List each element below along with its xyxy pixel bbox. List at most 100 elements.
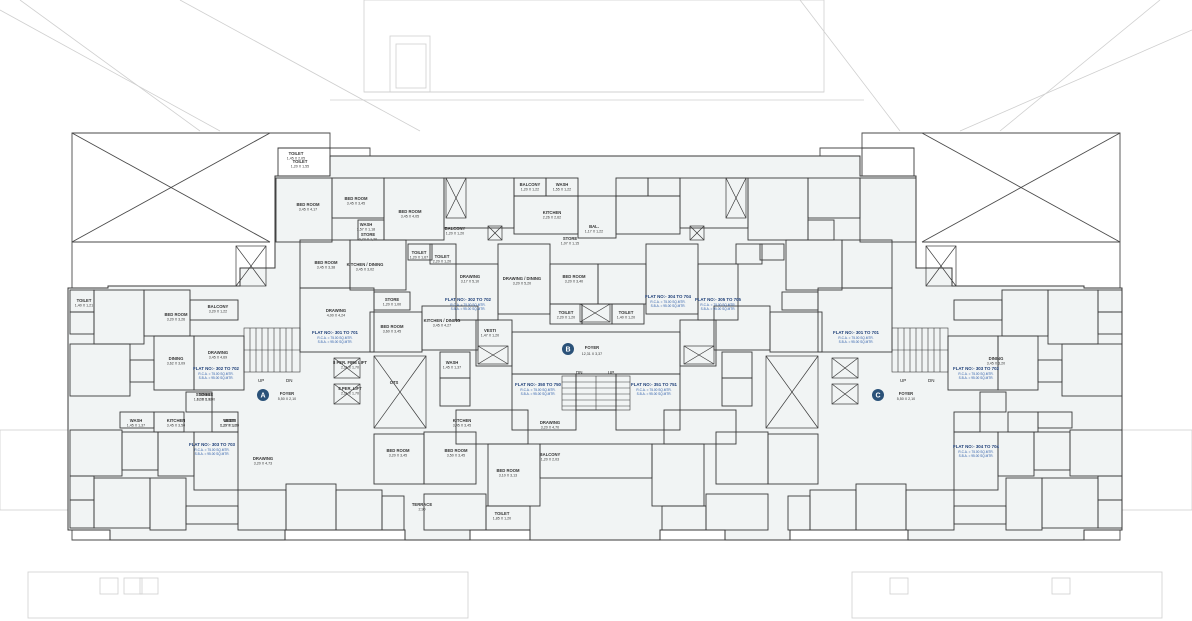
room-name: BED ROOM [444,448,468,453]
room-name: BALCONY [208,304,229,309]
lift-shafts [235,177,957,429]
room-dimension: 3,45 X 3,02 [356,268,374,272]
flat-area: S.B.A. = 95.00 SQ.MTR. [637,392,672,396]
flat-area: S.B.A. = 95.00 SQ.MTR. [959,454,994,458]
room-dimension: 3,10 X 3,13 [499,474,517,478]
room-name: DINING [169,356,184,361]
wing-b-marker [562,343,574,355]
flat-label: FLAT NO:- 303 TO 703 [953,366,1000,371]
foyer-labels: FOYER 5,50 X 2,10 FOYER 12,31 X 3,37 FOY… [278,345,915,401]
room-dimension: 1,07 X 1,15 [561,242,579,246]
room-dimension: 1,20 X 2,03 [541,458,559,462]
room-dimension: 3,45 X 3,20 [987,362,1005,366]
room-name: BALCONY [445,226,466,231]
flat-area: R.C.A. = 75.00 SQ.MTR. [198,372,233,376]
foyer-b-name: FOYER [585,345,599,350]
room-dimension: 2,90 [419,508,426,512]
foyer-a-dim: 5,50 X 2,10 [278,397,296,401]
room-name: TOILET [77,298,92,303]
flat-area: S.B.A. = 95.00 SQ.MTR. [195,452,230,456]
room-dimension: 3,60 X 3,45 [383,330,401,334]
room-name: KITCHEN [167,418,186,423]
room-name: STORE [385,297,400,302]
flat-label: FLAT NO:- 303 TO 703 [189,442,236,447]
stair-dn-a: DN [286,378,293,383]
flat-area: S.B.A. = 95.00 SQ.MTR. [521,392,556,396]
wing-a-letter: A [260,393,265,400]
room-dimension: 3,20 X 3,45 [389,454,407,458]
flat-area: R.C.A. = 75.00 SQ.MTR. [958,450,993,454]
stair-dn-b: DN [576,370,583,375]
room-dimension: 3,20 X 1,22 [209,310,227,314]
flat-area: S.B.A. = 95.00 SQ.MTR. [959,376,994,380]
wing-c-marker [872,389,884,401]
flat-label: FLAT NO:- 351 TO 751 [631,382,678,387]
room-name: BED ROOM [380,324,404,329]
room-dimension: 3,20 X 3,26 [167,318,185,322]
room-name: TOILET [289,151,304,156]
room-name: BED ROOM [296,202,320,207]
room-dimension: 1,20 X 1,00 [220,424,238,428]
room-dimension: 1,45 X 1,37 [443,366,461,370]
room-dimension: 3,50 X 3,45 [447,454,465,458]
room-name: WASH [446,360,459,365]
flat-area: R.C.A. = 75.00 SQ.MTR. [520,388,555,392]
room-name: TOILET [435,254,450,259]
staircases [243,327,949,411]
room-name: TOILET [412,250,427,255]
room-dimension: 1,85 X 1,20 [493,517,511,521]
room-name: DRAWING [253,456,273,461]
room-dimension: 2,20 X 1,20 [433,260,451,264]
room-name: VESTI [224,418,236,423]
flat-label: FLAT NO:- 302 TO 702 [193,366,240,371]
room-name: TOILET [293,159,308,164]
room-name: KITCHEN / DINING [424,318,461,323]
room-dimension: 1,45 X 2,05 [287,157,305,161]
foyer-a-name: FOYER [280,391,294,396]
interior-walls [69,147,1123,531]
room-dimension: 1,20 X 1,20 [446,232,464,236]
room-dimension: 3,45 X 4,27 [433,324,451,328]
room-name: DRAWING [460,274,480,279]
room-dimension: 3,45 X 3,45 [347,202,365,206]
wing-markers: A B C [257,343,884,401]
room-name: TOILET [495,511,510,516]
room-dimension: 0,73 X 1,20 [359,238,377,242]
room-dimension: 1,40 X 1,21 [75,304,93,308]
room-name: KITCHEN [543,210,562,215]
room-dimension: 1,55 X 1,22 [553,188,571,192]
flat-area: R.C.A. = 75.00 SQ.MTR. [700,303,735,307]
flat-area: R.C.A. = 75.00 SQ.MTR. [636,388,671,392]
room-dimension: 2,26 X 2,62 [543,216,561,220]
room-dimension: 1,20 X 1,22 [521,188,539,192]
room-name: BED ROOM [314,260,338,265]
room-dimension: 3,20 X 3,40 [565,280,583,284]
room-dimension: 3,45 X 4,69 [209,356,227,360]
room-name: BED ROOM [344,196,368,201]
room-name: BED ROOM [386,448,410,453]
room-name: WASH [556,182,569,187]
room-name: BED ROOM [398,209,422,214]
flat-area: S.B.A. = 95.00 SQ.MTR. [701,307,736,311]
flat-area: R.C.A. = 75.00 SQ.MTR. [838,336,873,340]
room-dimension: 3,20 X 5,20 [513,282,531,286]
room-name: TERRACE [412,502,432,507]
flat-label: FLAT NO:- 301 TO 701 [312,330,359,335]
room-dimension: 4,00 X 4,24 [327,314,345,318]
flat-label: FLAT NO:- 350 TO 750 [515,382,562,387]
room-dimension: 3,62 X 3,09 [167,362,185,366]
stair-up-b: UP [608,370,614,375]
stair-up-a: UP [258,378,264,383]
flat-area: R.C.A. = 75.00 SQ.MTR. [450,303,485,307]
flat-labels: FLAT NO:- 301 TO 701 R.C.A. = 75.00 SQ.M… [189,294,1000,458]
room-dimension: 1,20 X 1,55 [291,165,309,169]
flat-label: FLAT NO:- 301 TO 701 [833,330,880,335]
room-dimension: 3,45 X 3,38 [317,266,335,270]
foyer-c-dim: 5,50 X 2,10 [897,397,915,401]
stair-labels: UP DN DN UP UP DN [258,370,935,383]
flat-area: R.C.A. = 75.00 SQ.MTR. [650,300,685,304]
flat-label: FLAT NO:- 302 TO 702 [445,297,492,302]
room-dimension: 1,07 X 1,00 [194,398,212,402]
room-dimension: 3,17 X 5,10 [461,280,479,284]
